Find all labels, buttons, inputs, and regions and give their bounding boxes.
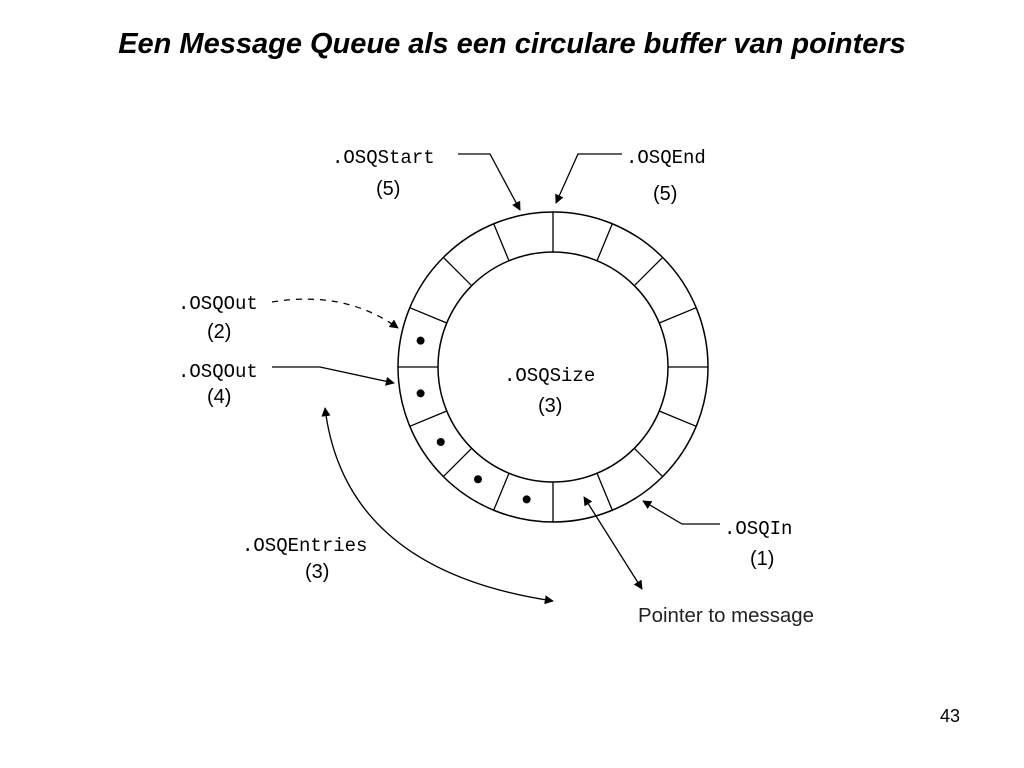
ring-slot-divider xyxy=(442,256,473,287)
osq-out-dashed-arrow xyxy=(271,298,399,329)
ring-slot-entry-dot xyxy=(416,336,425,345)
osq-out-pointer-4: .OSQOut (4) xyxy=(178,361,395,408)
osq-start-pointer: .OSQStart (5) xyxy=(332,147,521,211)
osq-size-label-group: .OSQSize (3) xyxy=(504,365,595,417)
osq-end-label: .OSQEnd xyxy=(626,147,706,169)
ring-slot-entry-dot xyxy=(522,495,531,504)
osq-in-label: .OSQIn xyxy=(724,518,792,540)
ring-slot-divider xyxy=(596,472,613,511)
osq-start-count: (5) xyxy=(376,178,400,200)
ring-slot-divider xyxy=(442,447,473,478)
osq-entries-label: .OSQEntries xyxy=(242,535,367,557)
ring-slot-divider xyxy=(409,410,448,427)
osq-out-label-2: .OSQOut xyxy=(178,293,258,315)
ring-slot-divider xyxy=(409,307,448,324)
osq-entries-double-arrow xyxy=(321,407,554,605)
pointer-to-message-label: Pointer to message xyxy=(638,605,814,627)
page-number: 43 xyxy=(939,706,961,726)
osq-end-count: (5) xyxy=(653,183,677,205)
ring-slot-entry-dot xyxy=(473,475,482,484)
osq-end-pointer: .OSQEnd (5) xyxy=(555,147,706,205)
osq-end-arrow xyxy=(555,153,622,204)
ring-slot-divider xyxy=(493,223,510,262)
slide-title: Een Message Queue als een circulare buff… xyxy=(118,28,906,60)
osq-in-num: (1) xyxy=(750,548,774,570)
osq-in-pointer: .OSQIn (1) xyxy=(642,500,792,570)
osq-size-label: .OSQSize xyxy=(504,365,595,387)
ring-slot-divider xyxy=(596,223,613,262)
osq-entries-group: .OSQEntries (3) xyxy=(242,407,554,605)
osq-out-arrow xyxy=(272,366,395,386)
osq-out-num-4: (4) xyxy=(207,386,231,408)
osq-start-arrow xyxy=(458,153,521,211)
osq-out-pointer-2: .OSQOut (2) xyxy=(178,293,399,343)
osq-start-label: .OSQStart xyxy=(332,147,435,169)
pointer-to-message-group: Pointer to message xyxy=(583,496,814,627)
ring-slot-divider xyxy=(493,472,510,511)
pointer-to-message-arrow xyxy=(583,496,643,590)
ring-slot-divider xyxy=(658,307,697,324)
ring-slot-entry-dot xyxy=(436,438,445,447)
ring-filled-slots xyxy=(416,336,531,504)
osq-entries-num: (3) xyxy=(305,561,329,583)
osq-out-num-2: (2) xyxy=(207,321,231,343)
osq-in-arrow xyxy=(642,500,720,525)
ring-slot-divider xyxy=(658,410,697,427)
osq-out-label-4: .OSQOut xyxy=(178,361,258,383)
osq-size-num: (3) xyxy=(538,395,562,417)
ring-slot-divider xyxy=(633,447,664,478)
ring-slot-divider xyxy=(633,256,664,287)
ring-slot-entry-dot xyxy=(416,389,425,398)
